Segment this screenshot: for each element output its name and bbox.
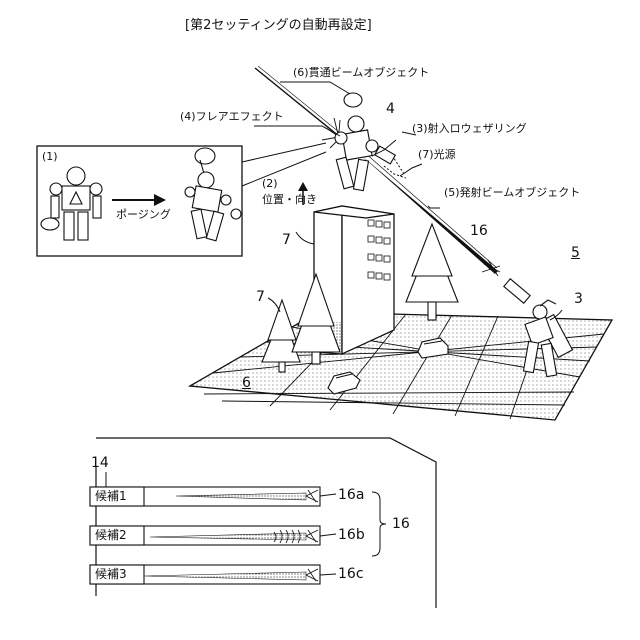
- candidate-label-1: 候補1: [95, 490, 127, 503]
- ref-3: 3: [574, 292, 583, 307]
- ref-16b: 16b: [338, 528, 365, 543]
- ref-16-group: 16: [392, 517, 410, 532]
- label-penetrating-beam: (6)貫通ビームオブジェクト: [293, 66, 429, 79]
- diagram-title: [第2セッティングの自動再設定]: [185, 14, 372, 33]
- ref-16-beam: 16: [470, 224, 488, 239]
- ref-16c: 16c: [338, 567, 364, 582]
- label-fired-beam: (5)発射ビームオブジェクト: [444, 186, 580, 199]
- ref-7-tree: 7: [256, 290, 265, 305]
- label-position-num: (2): [262, 177, 278, 190]
- ref-6: 6: [242, 376, 251, 391]
- candidate-label-2: 候補2: [95, 529, 127, 542]
- label-position-orientation: 位置・向き: [262, 193, 317, 206]
- ref-4: 4: [386, 102, 395, 117]
- tree-left: [262, 300, 300, 372]
- ref-16a: 16a: [338, 488, 364, 503]
- label-light-source: (7)光源: [418, 148, 456, 161]
- candidate-label-3: 候補3: [95, 568, 127, 581]
- label-flare-effect: (4)フレアエフェクト: [180, 110, 284, 123]
- label-posing-inset: (1): [42, 150, 58, 163]
- ref-7-building: 7: [282, 233, 291, 248]
- ref-14: 14: [91, 456, 109, 471]
- label-entry-weathering: (3)射入ロウェザリング: [412, 122, 527, 135]
- tree-right: [406, 224, 458, 320]
- label-posing: ポージング: [116, 208, 171, 221]
- inset-callout-lines: [242, 143, 326, 186]
- ref-5: 5: [571, 246, 580, 261]
